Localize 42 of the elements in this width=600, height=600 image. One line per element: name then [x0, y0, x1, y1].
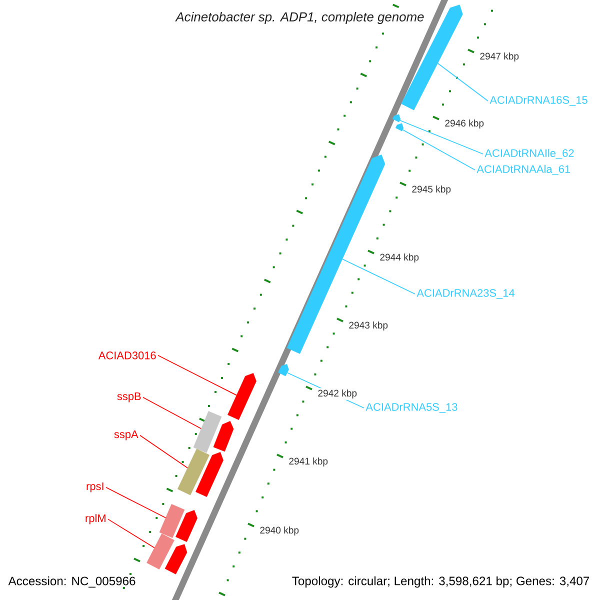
leader-line [106, 486, 166, 518]
gene-block [278, 364, 289, 376]
gene-label: rplM [86, 514, 106, 524]
leader-line [342, 258, 416, 294]
gene-box [177, 448, 210, 496]
scale-label: 2944 kbp [378, 252, 420, 264]
scale-label: 2942 kbp [316, 388, 358, 400]
gene-box [193, 411, 222, 453]
info-text: Topology: circular; Length: 3,598,621 bp; Genes: 3,407 [292, 576, 590, 588]
leader-line [108, 518, 155, 548]
leader-line [142, 396, 202, 429]
gene-label: rpsI [86, 482, 104, 492]
gene-label: ACIADtRNAIle_62 [484, 148, 574, 160]
leader-line [402, 129, 476, 170]
scale-label: 2941 kbp [287, 456, 330, 468]
gene-block [392, 114, 401, 122]
leader-line [140, 434, 188, 468]
scale-label: 2943 kbp [347, 320, 390, 332]
gene-block [176, 510, 198, 542]
info-text: Accession: NC_005966 [8, 576, 136, 588]
gene-label: ACIADrRNA23S_14 [416, 289, 514, 299]
leader-line [158, 355, 237, 396]
gene-block [213, 421, 234, 452]
gene-block [196, 452, 224, 497]
gene-box [146, 534, 174, 570]
title: Acinetobacter sp. ADP1, complete genome [172, 8, 428, 28]
gene-block [164, 544, 188, 574]
gene-block [395, 123, 404, 132]
gene-box [159, 504, 185, 538]
gene-label: sspB [117, 392, 141, 402]
scale-label: 2947 kbp [478, 51, 520, 63]
gene-label: ACIADtRNAAla_61 [476, 164, 570, 176]
scale-label: 2945 kbp [410, 184, 452, 196]
gene-label: ACIADrRNA16S_15 [490, 96, 588, 106]
gene-label: ACIAD3016 [98, 352, 156, 360]
gene-label: sspA [114, 430, 138, 440]
leader-line [400, 120, 484, 154]
gene-block [228, 373, 256, 420]
scale-label: 2940 kbp [258, 525, 300, 537]
scale-label: 2946 kbp [443, 118, 486, 130]
gene-label: ACIADrRNA5S_13 [366, 403, 458, 413]
leader-line [437, 62, 488, 102]
